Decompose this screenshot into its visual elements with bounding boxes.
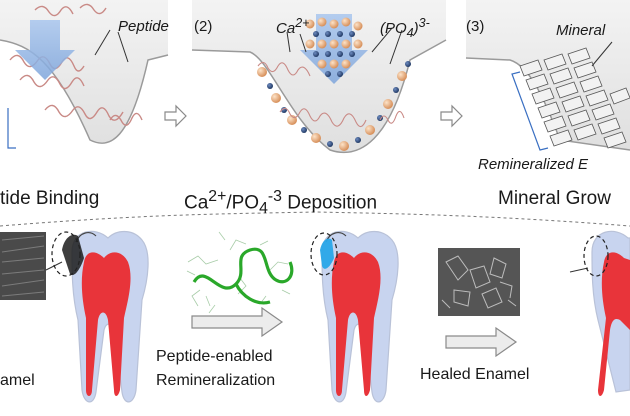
- panel-1-peptide-binding: [0, 0, 169, 176]
- step-3-number: (3): [466, 18, 485, 35]
- ion-cluster: [305, 17, 363, 77]
- damaged-enamel-label: amel: [0, 372, 35, 389]
- pointer-line: [591, 41, 613, 67]
- process-arrow-icon: [191, 306, 284, 338]
- bracket-icon: [7, 108, 16, 149]
- panel-3-mineral-growth: [465, 0, 630, 176]
- peptide-strands: [257, 61, 405, 128]
- po4-callout: (PO4)3-: [380, 16, 430, 40]
- step-2-number: (2): [194, 18, 213, 35]
- process-label-line1: Peptide-enabled: [156, 348, 273, 365]
- mineral-callout: Mineral: [556, 22, 606, 39]
- remineralized-bracket-label: Remineralized E: [478, 156, 589, 173]
- process-label-line2: Remineralization: [156, 372, 276, 389]
- tooth-healed: [583, 230, 630, 396]
- panel-2-deposition: [191, 0, 447, 176]
- pointer-line: [569, 267, 589, 273]
- pointer-line: [389, 29, 403, 65]
- step-arrow-icon: [440, 104, 463, 128]
- step-3-caption: Mineral Grow: [498, 188, 611, 209]
- pointer-line: [286, 31, 291, 53]
- pointer-line: [117, 31, 129, 63]
- pointer-line: [94, 29, 111, 56]
- dashed-divider: [0, 211, 630, 227]
- peptide-callout: Peptide: [118, 18, 169, 35]
- healed-arrow-icon: [445, 326, 518, 358]
- tooth-remineralized: [310, 230, 399, 403]
- bracket-icon: [511, 71, 549, 151]
- peptide-molecule-icon: [186, 231, 294, 314]
- step-1-caption: tide Binding: [0, 188, 100, 209]
- blue-arrow-icon: [15, 20, 75, 80]
- step-2-caption: Ca2+/PO4-3 Deposition: [184, 188, 378, 218]
- pointer-line: [371, 27, 393, 53]
- pointer-line: [299, 33, 307, 53]
- step-arrow-icon: [164, 104, 187, 128]
- sem-image-damaged: [0, 232, 63, 300]
- mineral-crystals: [519, 47, 630, 149]
- sem-image-healed: [438, 248, 520, 316]
- tooth-damaged: [51, 230, 149, 403]
- ca-callout: Ca2+: [276, 16, 310, 37]
- healed-enamel-label: Healed Enamel: [420, 366, 530, 383]
